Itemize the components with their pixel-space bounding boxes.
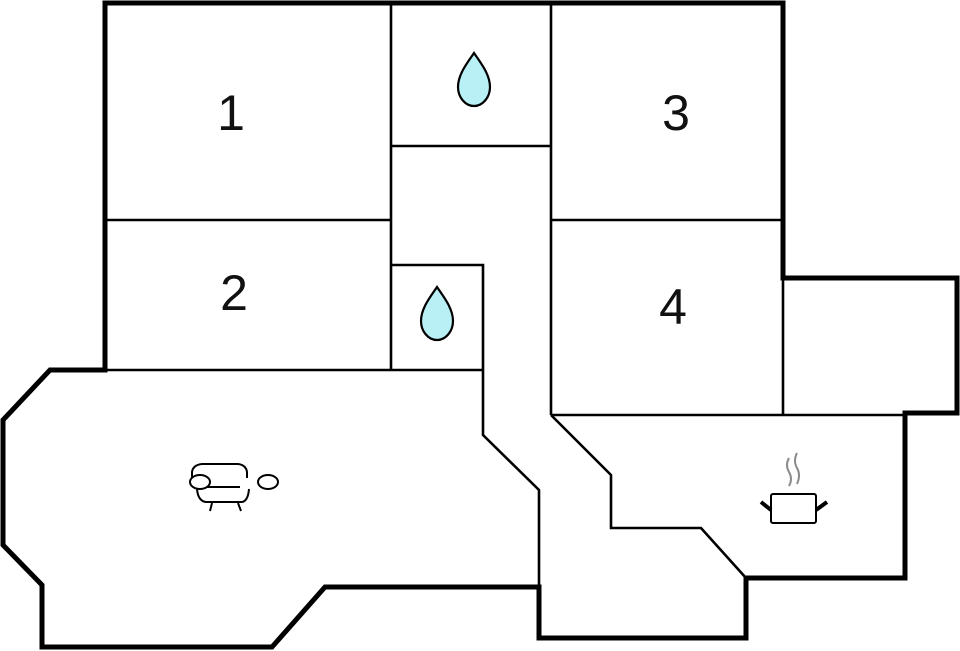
wall xyxy=(550,414,747,579)
room-label-1: 1 xyxy=(217,85,245,141)
interior-walls xyxy=(106,4,905,638)
room-label-3: 3 xyxy=(662,85,690,141)
room-label-2: 2 xyxy=(220,265,248,321)
room-label-4: 4 xyxy=(659,279,687,335)
water-drop-icon xyxy=(456,51,492,108)
water-drop-icon xyxy=(419,285,455,342)
wall xyxy=(391,263,541,638)
armchair-icon xyxy=(189,463,279,512)
cooking-pot-icon xyxy=(759,452,829,524)
